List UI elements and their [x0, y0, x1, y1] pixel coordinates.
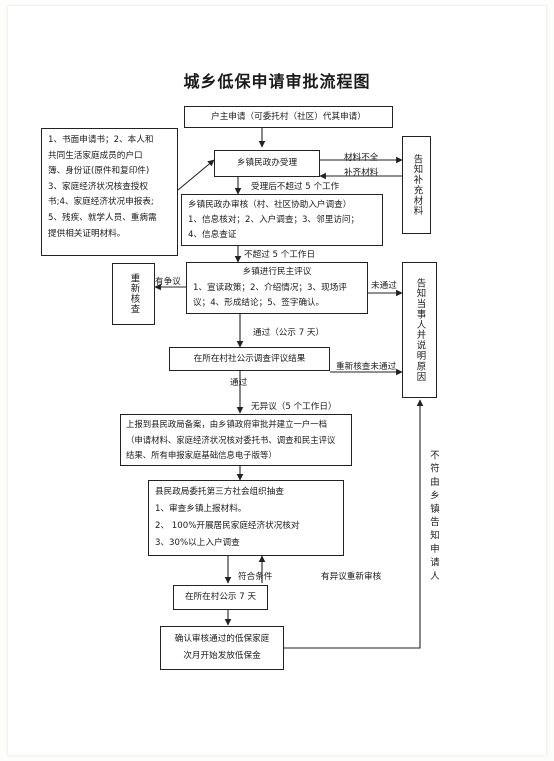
arrow-confirm-reason: [284, 399, 424, 649]
materials-line: 共同生活家庭成员的户口: [48, 150, 143, 161]
materials-line: 3、家庭经济状况核查授权: [48, 181, 148, 192]
report-line: （申请材料、家庭经济状况核对委托书、调查和民主评议: [126, 434, 336, 445]
review-title: 乡镇民政办审核（村、社区协助入户调查）: [188, 200, 352, 210]
materials-box: 1、书面申请书；2、本人和 共同生活家庭成员的户口 簿、身份证(原件和复印件) …: [41, 128, 178, 256]
label-no-objection: 无异议（5 个工作日）: [251, 402, 337, 412]
confirm-line: 次月开始发放低保金: [183, 651, 261, 661]
village-publicity-text: 在所在村社公示调查评议结果: [193, 354, 306, 364]
confirm-line: 确认审核通过的低保家庭: [174, 634, 270, 644]
third-party-title: 县民政局委托第三方社会组织抽查: [155, 487, 284, 497]
accept-text: 乡镇民政办受理: [236, 158, 298, 168]
label-recheck-fail: 重新核查未通过: [336, 362, 397, 372]
materials-line: 书;4、家庭经济状况申报表;: [48, 197, 154, 208]
arrow-materials-accept: [177, 159, 215, 191]
materials-line: 提供相关证明材料。: [48, 228, 126, 239]
report-line: 结果、所有申报家庭基础信息电子版等）: [126, 450, 277, 460]
democratic-title: 乡镇进行民主评议: [242, 267, 312, 277]
label-pass-publicity: 通过（公示 7 天）: [253, 328, 325, 338]
confirm-box: 确认审核通过的低保家庭 次月开始发放低保金: [160, 626, 284, 670]
page-title: 城乡低保申请审批流程图: [183, 72, 371, 91]
review-line: 4、信息查证: [188, 230, 237, 240]
label-notify-applicant: 不符由乡镇告知申请人: [428, 450, 439, 584]
label-objection-recheck: 有异议重新审核: [321, 572, 382, 582]
third-party-line: 2、 100%开展居民家庭经济状况核对: [155, 521, 300, 531]
label-incomplete: 材料不全: [344, 153, 379, 163]
third-party-line: 1、审查乡镇上报材料。: [155, 504, 247, 514]
notify-reason-text: 告知当事人并说明原因: [414, 278, 426, 382]
report-line: 上报到县民政局备案，由乡镇政府审批并建立一户一档: [126, 419, 327, 429]
label-pass: 通过: [230, 378, 248, 388]
review-line: 1、信息核对；2、入户调查；3、邻里访问；: [188, 215, 360, 225]
label-complete: 补齐材料: [344, 168, 379, 178]
notify-supplement-box: 告知补充材料: [402, 136, 431, 234]
label-not-exceed-5: 不超过 5 个工作日: [244, 250, 316, 260]
third-party-box: 县民政局委托第三方社会组织抽查 1、审查乡镇上报材料。 2、 100%开展居民家…: [148, 480, 344, 556]
label-fail: 未通过: [371, 281, 397, 291]
village-publicity-box: 在所在村社公示调查评议结果: [169, 347, 330, 371]
recheck-box: 重新核查: [112, 263, 155, 325]
apply-text: 户主申请（可委托村（社区）代其申请）: [211, 112, 366, 122]
materials-line: 5、残疾、就学人员、重病需: [48, 212, 157, 223]
label-within-5: 受理后不超过 5 个工作: [251, 182, 340, 192]
notify-reason-box: 告知当事人并说明原因: [402, 262, 437, 398]
accept-box: 乡镇民政办受理: [214, 150, 320, 177]
third-party-line: 3、30%以上入户调查: [155, 538, 240, 548]
label-dispute: 有争议: [155, 277, 181, 287]
recheck-text: 重新核查: [128, 273, 140, 315]
review-box: 乡镇民政办审核（村、社区协助入户调查） 1、信息核对；2、入户调查；3、邻里访问…: [181, 194, 383, 246]
materials-line: 簿、身份证(原件和复印件): [48, 166, 150, 177]
democratic-line: 议；4、形成结论；5、签字确认。: [193, 298, 325, 308]
apply-box: 户主申请（可委托村（社区）代其申请）: [184, 106, 393, 128]
final-publicity-box: 在所在村公示 7 天: [173, 585, 268, 610]
label-qualified: 符合条件: [238, 572, 273, 582]
materials-line: 1、书面申请书；2、本人和: [48, 135, 154, 145]
final-publicity-text: 在所在村公示 7 天: [184, 592, 257, 602]
democratic-box: 乡镇进行民主评议 1、宣读政策；2、介绍情况；3、现场评 议；4、形成结论；5、…: [186, 262, 368, 314]
democratic-line: 1、宣读政策；2、介绍情况；3、现场评: [193, 282, 347, 293]
notify-supplement-text: 告知补充材料: [411, 153, 423, 217]
report-box: 上报到县民政局备案，由乡镇政府审批并建立一户一档 （申请材料、家庭经济状况核对委…: [120, 414, 352, 466]
